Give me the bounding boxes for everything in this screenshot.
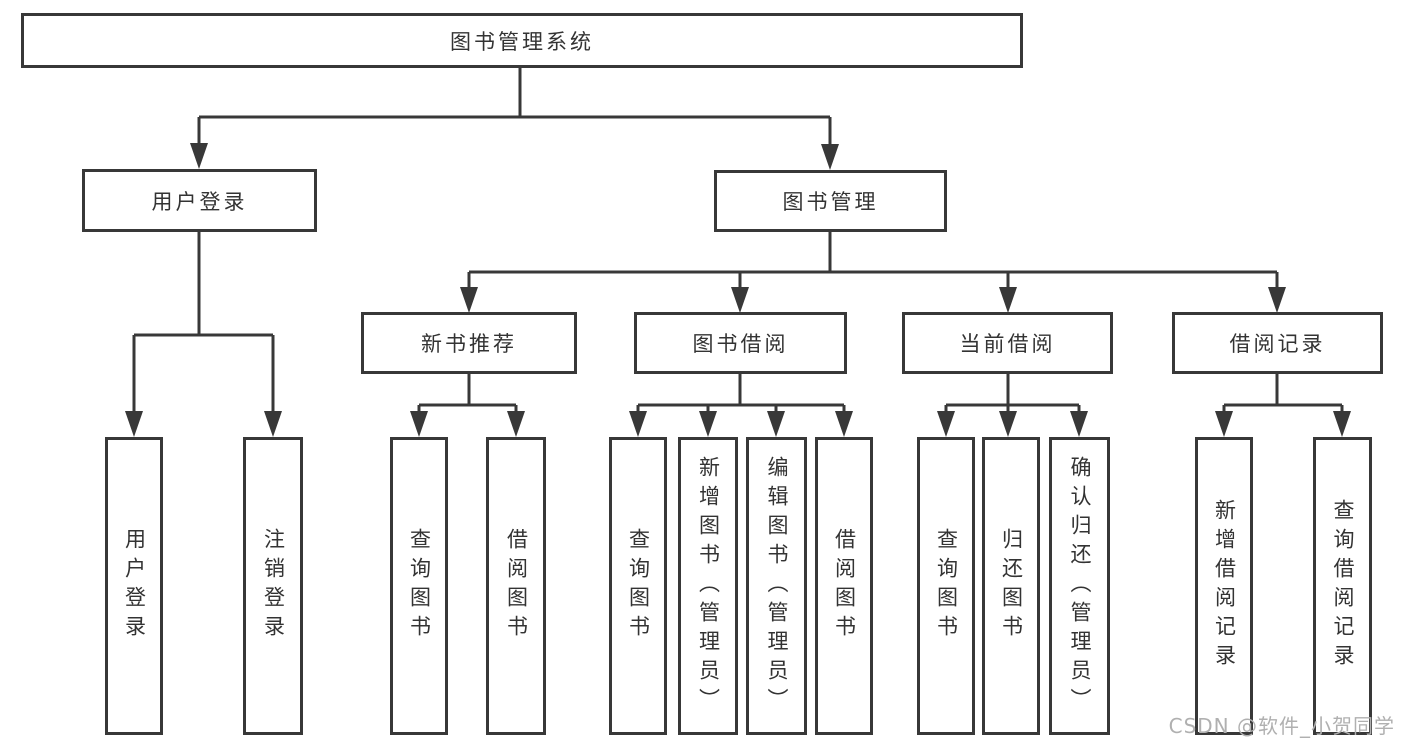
leaf-logout: 注销登录	[243, 437, 303, 735]
node-label: 借阅记录	[1229, 332, 1326, 356]
arrowhead-icon	[460, 287, 478, 313]
node-label: 归还图书	[999, 528, 1024, 644]
node-label: 查询图书	[407, 528, 432, 644]
node-label: 图书管理	[782, 190, 879, 214]
node-book-management: 图书管理	[714, 170, 947, 232]
node-label: 借阅图书	[504, 528, 529, 644]
leaf-query-books-recommend: 查询图书	[390, 437, 448, 735]
leaf-user-login: 用户登录	[105, 437, 163, 735]
arrowhead-icon	[821, 144, 839, 170]
leaf-query-borrowing-record: 查询借阅记录	[1313, 437, 1372, 735]
leaf-edit-book-admin: 编辑图书（管理员）	[746, 437, 807, 735]
arrowhead-icon	[190, 143, 208, 169]
connector-root-to-level1	[197, 68, 832, 146]
leaf-add-borrowing-record: 新增借阅记录	[1195, 437, 1253, 735]
connector-new-book-to-leaves	[417, 374, 518, 413]
node-label: 当前借阅	[959, 332, 1056, 356]
node-library-management-system: 图书管理系统	[21, 13, 1023, 68]
node-label: 图书管理系统	[450, 29, 594, 54]
node-book-borrowing: 图书借阅	[634, 312, 847, 374]
watermark-text: CSDN @软件_小贺同学	[1168, 714, 1395, 738]
connector-borrowing-records-to-leaves	[1222, 374, 1344, 413]
node-label: 新书推荐	[421, 332, 517, 356]
arrowhead-icon	[731, 287, 749, 313]
node-borrowing-records: 借阅记录	[1172, 312, 1383, 374]
connector-user-login-to-leaves	[132, 232, 275, 413]
leaf-return-book: 归还图书	[982, 437, 1040, 735]
node-user-login: 用户登录	[82, 169, 317, 232]
node-label: 编辑图书（管理员）	[765, 455, 790, 717]
leaf-confirm-return-admin: 确认归还（管理员）	[1049, 437, 1110, 735]
node-new-book-recommendation: 新书推荐	[361, 312, 577, 374]
leaf-query-books-borrowing: 查询图书	[609, 437, 667, 735]
node-label: 用户登录	[122, 528, 147, 644]
leaf-query-books-current: 查询图书	[917, 437, 975, 735]
node-label: 查询图书	[626, 528, 651, 644]
node-label: 查询图书	[934, 528, 959, 644]
arrowhead-icon	[1333, 411, 1351, 437]
arrowhead-icon	[125, 411, 143, 437]
connector-book-management-to-level2	[467, 232, 1279, 289]
node-label: 新增借阅记录	[1212, 499, 1237, 673]
leaf-add-book-admin: 新增图书（管理员）	[678, 437, 738, 735]
connector-book-borrowing-to-leaves	[636, 374, 846, 413]
node-current-borrowing: 当前借阅	[902, 312, 1113, 374]
leaf-borrow-books-borrowing: 借阅图书	[815, 437, 873, 735]
node-label: 注销登录	[261, 528, 286, 644]
node-label: 确认归还（管理员）	[1068, 455, 1093, 717]
connector-current-borrowing-to-leaves	[944, 374, 1081, 413]
arrowheads	[125, 143, 1351, 437]
arrowhead-icon	[1070, 411, 1088, 437]
arrowhead-icon	[767, 411, 785, 437]
node-label: 查询借阅记录	[1331, 499, 1356, 673]
arrowhead-icon	[410, 411, 428, 437]
arrowhead-icon	[999, 287, 1017, 313]
arrowhead-icon	[507, 411, 525, 437]
leaf-borrow-books-recommend: 借阅图书	[486, 437, 546, 735]
node-label: 用户登录	[151, 189, 248, 214]
arrowhead-icon	[264, 411, 282, 437]
node-label: 新增图书（管理员）	[696, 455, 721, 717]
arrowhead-icon	[699, 411, 717, 437]
node-label: 图书借阅	[692, 332, 789, 356]
arrowhead-icon	[1268, 287, 1286, 313]
arrowhead-icon	[629, 411, 647, 437]
arrowhead-icon	[835, 411, 853, 437]
node-label: 借阅图书	[832, 528, 857, 644]
arrowhead-icon	[999, 411, 1017, 437]
arrowhead-icon	[1215, 411, 1233, 437]
arrowhead-icon	[937, 411, 955, 437]
